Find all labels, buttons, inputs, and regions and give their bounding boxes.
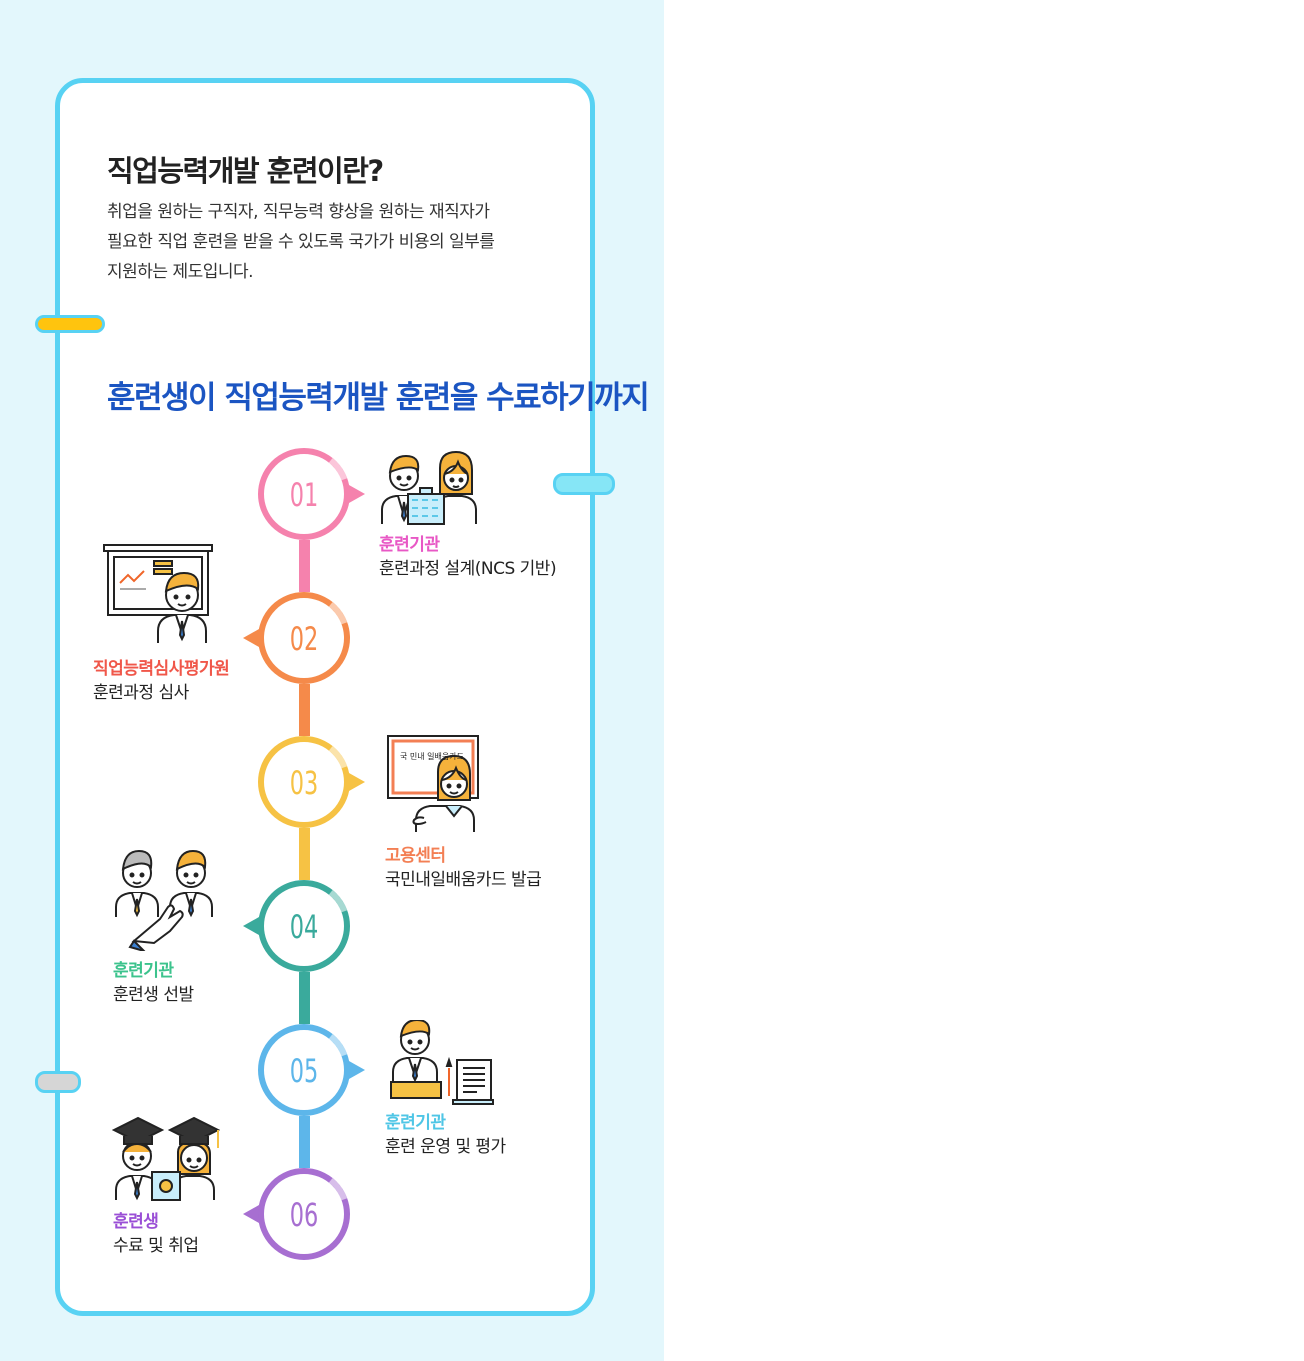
step-3-ring — [258, 736, 350, 828]
yellow-tab-decoration — [35, 315, 105, 333]
step-6-marker: 06 — [243, 1168, 350, 1260]
gray-tab-decoration — [35, 1071, 81, 1093]
presentation-board-icon — [103, 544, 213, 643]
connector-1-2 — [299, 540, 310, 592]
step-3-pointer — [349, 773, 365, 791]
step-1-organization: 훈련기관 — [379, 535, 440, 555]
step-2-ring — [258, 592, 350, 684]
cyan-tab-decoration — [553, 473, 615, 495]
intro-title: 직업능력개발 훈련이란? — [107, 154, 384, 188]
step-4-number: 04 — [290, 908, 319, 946]
step-3-label: 고용센터 국민내일배움카드 발급 — [385, 844, 542, 892]
step-5-number: 05 — [290, 1052, 319, 1090]
evaluation-document-icon — [390, 1020, 494, 1105]
step-4-ring-highlight — [328, 889, 348, 913]
step-4-description: 훈련생 선발 — [113, 985, 194, 1005]
step-2-pointer — [243, 629, 259, 647]
step-2-description: 훈련과정 심사 — [93, 683, 189, 703]
connector-4-5 — [299, 972, 310, 1024]
selection-pointer-icon — [115, 849, 213, 951]
intro-line: 지원하는 제도입니다. — [107, 262, 254, 282]
step-6-ring — [258, 1168, 350, 1260]
step-2-marker: 02 — [243, 592, 350, 684]
step-6-organization: 훈련생 — [113, 1212, 159, 1232]
step-1-number: 01 — [290, 476, 319, 514]
card-label: 국 민내 일배움카드 — [400, 751, 464, 761]
step-6-number: 06 — [290, 1196, 319, 1234]
timeline: 01 02 03 04 05 06 — [243, 448, 365, 1260]
intro-line: 필요한 직업 훈련을 받을 수 있도록 국가가 비용의 일부를 — [107, 232, 495, 252]
step-3-organization: 고용센터 — [385, 846, 446, 866]
step-6-description: 수료 및 취업 — [113, 1236, 199, 1256]
step-3-description: 국민내일배움카드 발급 — [385, 870, 542, 890]
step-6-ring-highlight — [328, 1177, 348, 1201]
step-6-label: 훈련생 수료 및 취업 — [113, 1210, 199, 1258]
connector-3-4 — [299, 828, 310, 880]
card-issue-icon: 국 민내 일배움카드 — [387, 735, 479, 832]
step-3-marker: 03 — [258, 736, 365, 828]
step-4-organization: 훈련기관 — [113, 961, 174, 981]
step-2-number: 02 — [290, 620, 319, 658]
connector-5-6 — [299, 1116, 310, 1168]
graduation-cap-icon — [112, 1116, 220, 1201]
step-1-marker: 01 — [258, 448, 365, 540]
step-4-label: 훈련기관 훈련생 선발 — [113, 959, 194, 1007]
step-3-ring-highlight — [328, 745, 348, 769]
step-2-organization: 직업능력심사평가원 — [93, 659, 230, 679]
step-5-marker: 05 — [258, 1024, 365, 1116]
step-4-marker: 04 — [243, 880, 350, 972]
intro-line: 취업을 원하는 구직자, 직무능력 향상을 원하는 재직자가 — [107, 202, 490, 222]
connector-2-3 — [299, 684, 310, 736]
staff-building-icon — [381, 450, 477, 525]
step-1-pointer — [349, 485, 365, 503]
step-3-number: 03 — [290, 764, 319, 802]
step-5-ring-highlight — [328, 1033, 348, 1057]
step-1-description: 훈련과정 설계(NCS 기반) — [379, 559, 557, 579]
step-5-organization: 훈련기관 — [385, 1113, 446, 1133]
step-2-label: 직업능력심사평가원 훈련과정 심사 — [93, 657, 230, 705]
step-5-description: 훈련 운영 및 평가 — [385, 1137, 506, 1157]
step-1-label: 훈련기관 훈련과정 설계(NCS 기반) — [379, 533, 557, 581]
step-1-ring — [258, 448, 350, 540]
step-4-pointer — [243, 917, 259, 935]
step-6-pointer — [243, 1205, 259, 1223]
step-4-ring — [258, 880, 350, 972]
intro-description: 취업을 원하는 구직자, 직무능력 향상을 원하는 재직자가 필요한 직업 훈련… — [107, 197, 567, 287]
step-1-ring-highlight — [328, 457, 348, 481]
step-5-label: 훈련기관 훈련 운영 및 평가 — [385, 1111, 506, 1159]
section-title: 훈련생이 직업능력개발 훈련을 수료하기까지 — [107, 380, 650, 416]
step-5-pointer — [349, 1061, 365, 1079]
step-2-ring-highlight — [328, 601, 348, 625]
step-5-ring — [258, 1024, 350, 1116]
